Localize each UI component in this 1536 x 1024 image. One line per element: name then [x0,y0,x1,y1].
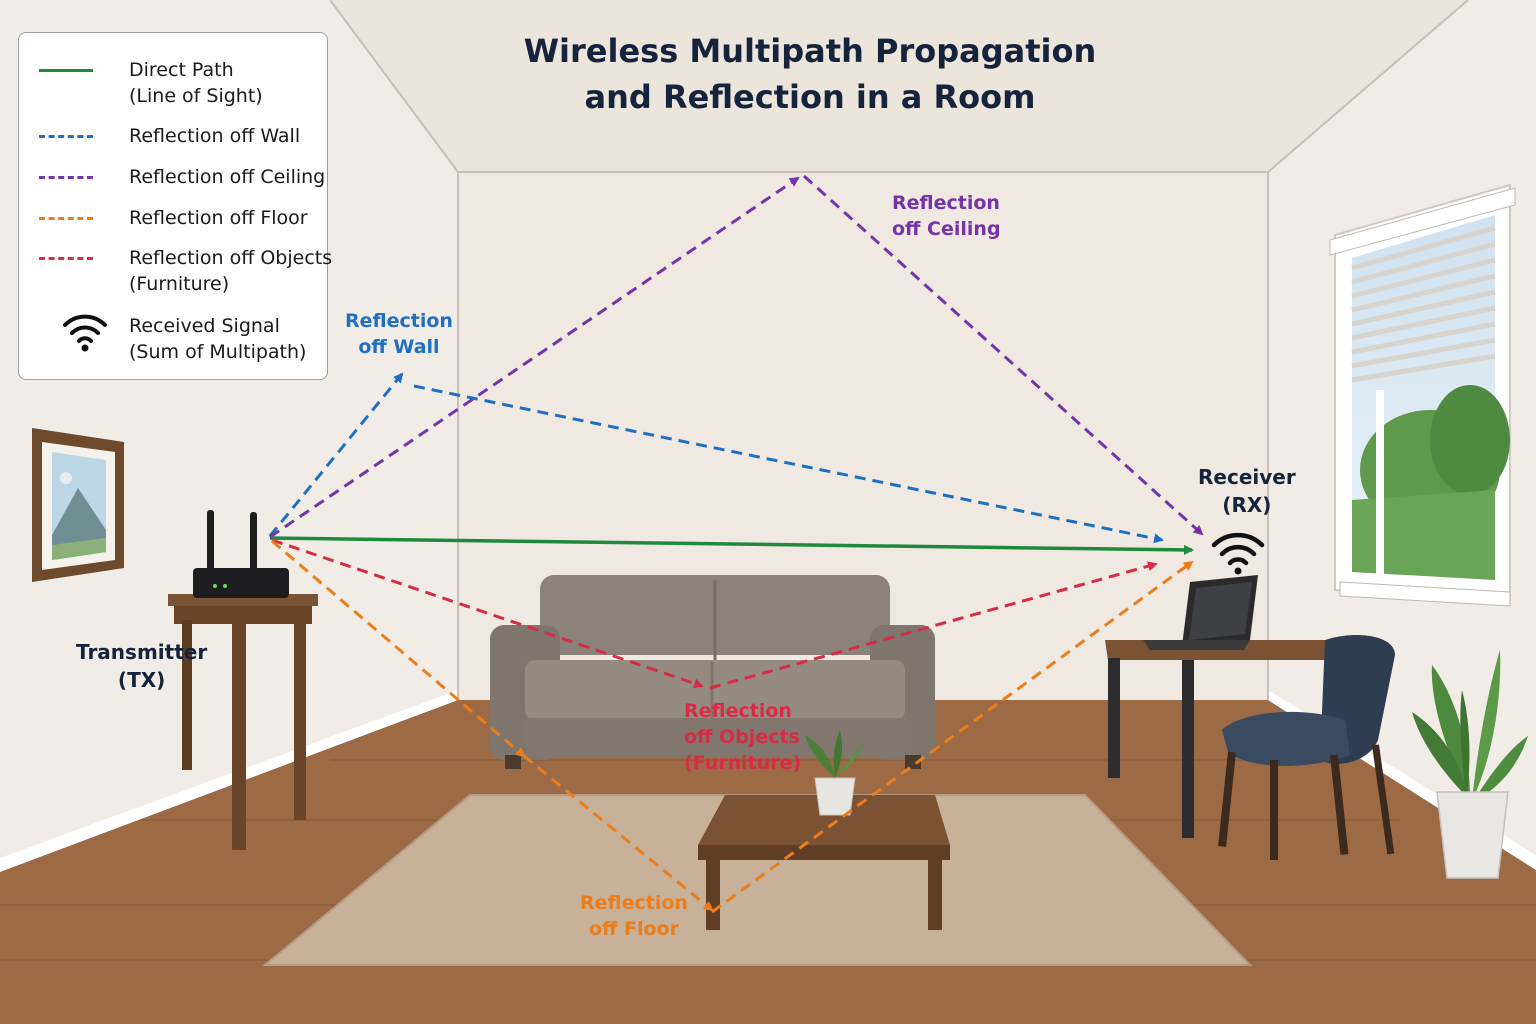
title-line-1: Wireless Multipath Propagation [523,32,1097,70]
legend-swatch-wall [39,135,93,138]
left-baseboard [0,690,458,872]
ceiling-path-incoming [269,176,800,539]
side-table [168,594,318,850]
small-plant [805,730,865,816]
legend-swatch-floor [39,217,93,220]
wall-path-outgoing [413,384,1164,544]
legend-label-direct: Direct Path(Line of Sight) [129,59,263,107]
sofa [490,575,935,769]
signal-paths [268,174,1204,914]
objects-path-incoming [271,538,704,689]
floor-path-to-sofa [271,539,526,758]
router-icon [193,510,289,598]
ceiling [330,0,1468,172]
wall-picture [32,428,124,582]
window [1329,183,1516,607]
objects-path-outgoing [709,561,1158,690]
floor-path-outgoing [711,560,1194,914]
legend-label-objects: Reflection off Objects(Furniture) [129,247,333,295]
legend-label-floor: Reflection off Floor [129,207,308,229]
receiver-label: Receiver(RX) [1198,465,1296,517]
floor-path-to-floor [523,754,714,912]
page-title: Wireless Multipath Propagation and Refle… [430,28,1190,120]
legend-swatch-objects [39,257,93,260]
laptop-icon [1143,575,1258,650]
legend: Direct Path(Line of Sight) Reflection of… [18,32,332,380]
back-wall [458,172,1268,700]
receiver-wifi-icon [1211,532,1265,575]
coffee-table [698,795,950,930]
floor-plant [1412,650,1528,879]
legend-label-ceiling: Reflection off Ceiling [129,166,326,188]
title-line-2: and Reflection in a Room [584,78,1036,116]
direct-path [269,536,1194,555]
legend-label-received: Received Signal(Sum of Multipath) [129,315,307,363]
legend-label-wall: Reflection off Wall [129,125,301,147]
chair [1218,635,1395,860]
legend-swatch-ceiling [39,176,93,179]
wifi-icon [63,314,107,352]
transmitter-label: Transmitter(TX) [76,640,208,692]
legend-swatch-direct [39,69,93,72]
